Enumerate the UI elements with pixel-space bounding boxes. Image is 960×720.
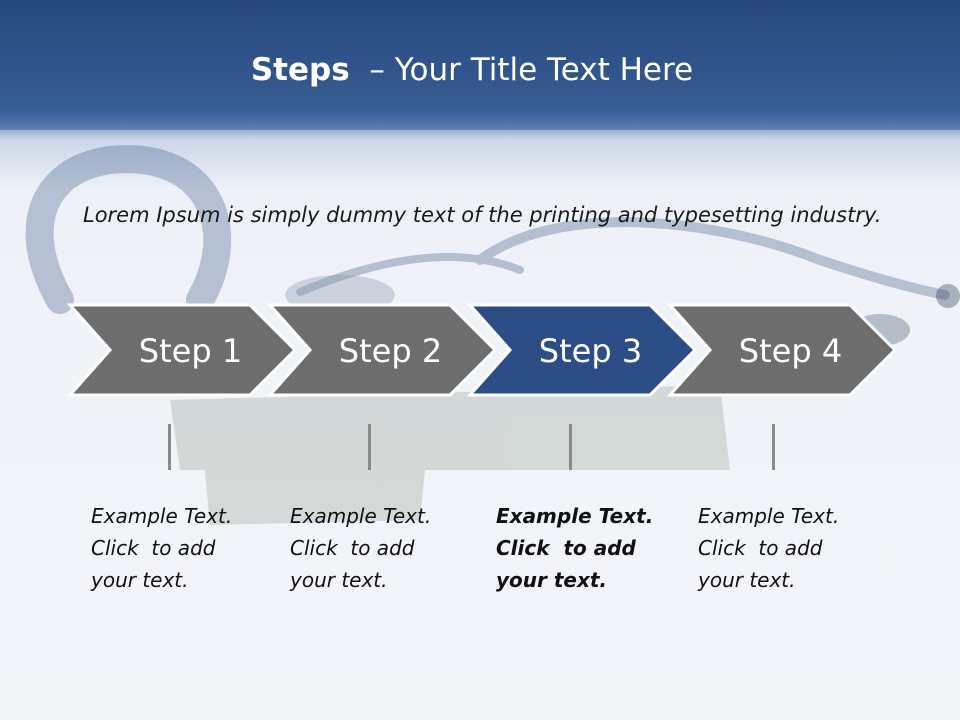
step-label-4: Step 4	[739, 332, 842, 370]
step-chevron-1[interactable]	[66, 303, 298, 397]
step-label-3: Step 3	[539, 332, 642, 370]
step-description-line: Click to add	[91, 536, 216, 560]
step-chevron-2[interactable]	[266, 303, 498, 397]
step-description-line: your text.	[91, 568, 189, 592]
step-connector-2	[368, 424, 371, 470]
step-connector-3	[569, 424, 572, 470]
step-description-3[interactable]: Example Text. Click to add your text.	[496, 500, 676, 596]
title-strong: Steps	[250, 52, 350, 88]
step-description-line: Click to add	[496, 536, 636, 560]
step-description-1[interactable]: Example Text. Click to add your text.	[91, 500, 271, 596]
step-description-line: your text.	[698, 568, 796, 592]
header-band	[0, 0, 960, 130]
step-description-line: Example Text.	[91, 504, 233, 528]
step-label-2: Step 2	[339, 332, 442, 370]
step-description-4[interactable]: Example Text. Click to add your text.	[698, 500, 878, 596]
step-description-line: Example Text.	[698, 504, 840, 528]
step-description-line: Example Text.	[290, 504, 432, 528]
step-description-2[interactable]: Example Text. Click to add your text.	[290, 500, 470, 596]
title-rest: – Your Title Text Here	[349, 52, 694, 88]
page-title: Steps – Your Title Text Here	[0, 52, 944, 88]
step-connector-4	[772, 424, 775, 470]
step-description-line: Example Text.	[496, 504, 654, 528]
intro-text: Lorem Ipsum is simply dummy text of the …	[83, 203, 882, 227]
step-chevron-4[interactable]	[666, 303, 898, 397]
step-connector-1	[168, 424, 171, 470]
step-description-line: your text.	[496, 568, 608, 592]
step-label-1: Step 1	[139, 332, 242, 370]
step-description-line: your text.	[290, 568, 388, 592]
step-description-line: Click to add	[290, 536, 415, 560]
step-chevron-3[interactable]	[466, 303, 698, 397]
step-description-line: Click to add	[698, 536, 823, 560]
